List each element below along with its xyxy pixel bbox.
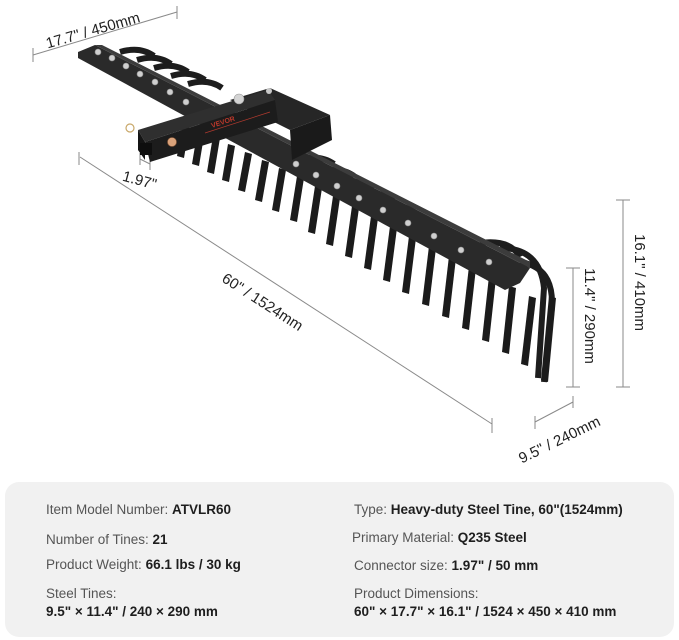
spec-product-dimensions: Product Dimensions:60" × 17.7" × 16.1" /… (354, 586, 617, 619)
dimension-tine-height: 11.4" / 290mm (581, 268, 598, 364)
dimension-total-height: 16.1" / 410mm (631, 234, 648, 332)
spec-connector-size: Connector size: 1.97" / 50 mm (354, 558, 539, 573)
pin-clip (125, 123, 135, 133)
spec-steel-tines: Steel Tines:9.5" × 11.4" / 240 × 290 mm (46, 586, 218, 619)
spec-number-of-tines: Number of Tines: 21 (46, 532, 168, 547)
hitch-pin (167, 137, 177, 147)
spec-product-weight: Product Weight: 66.1 lbs / 30 kg (46, 557, 241, 572)
hitch-bracket: VEVOR (125, 88, 332, 162)
spec-model-number: Item Model Number: ATVLR60 (46, 502, 232, 517)
rake-illustration: VEVOR (32, 6, 630, 433)
rake-bar (78, 45, 530, 290)
front-tines (177, 120, 556, 382)
specifications-panel: Item Model Number: ATVLR60 Number of Tin… (5, 482, 674, 637)
spec-primary-material: Primary Material: Q235 Steel (352, 530, 527, 545)
product-figure: VEVOR 17.7" / 450mm 1.97" 60" / 1524mm 1… (32, 6, 648, 467)
spec-type: Type: Heavy-duty Steel Tine, 60"(1524mm) (354, 502, 623, 517)
bar-bolts (94, 48, 493, 266)
